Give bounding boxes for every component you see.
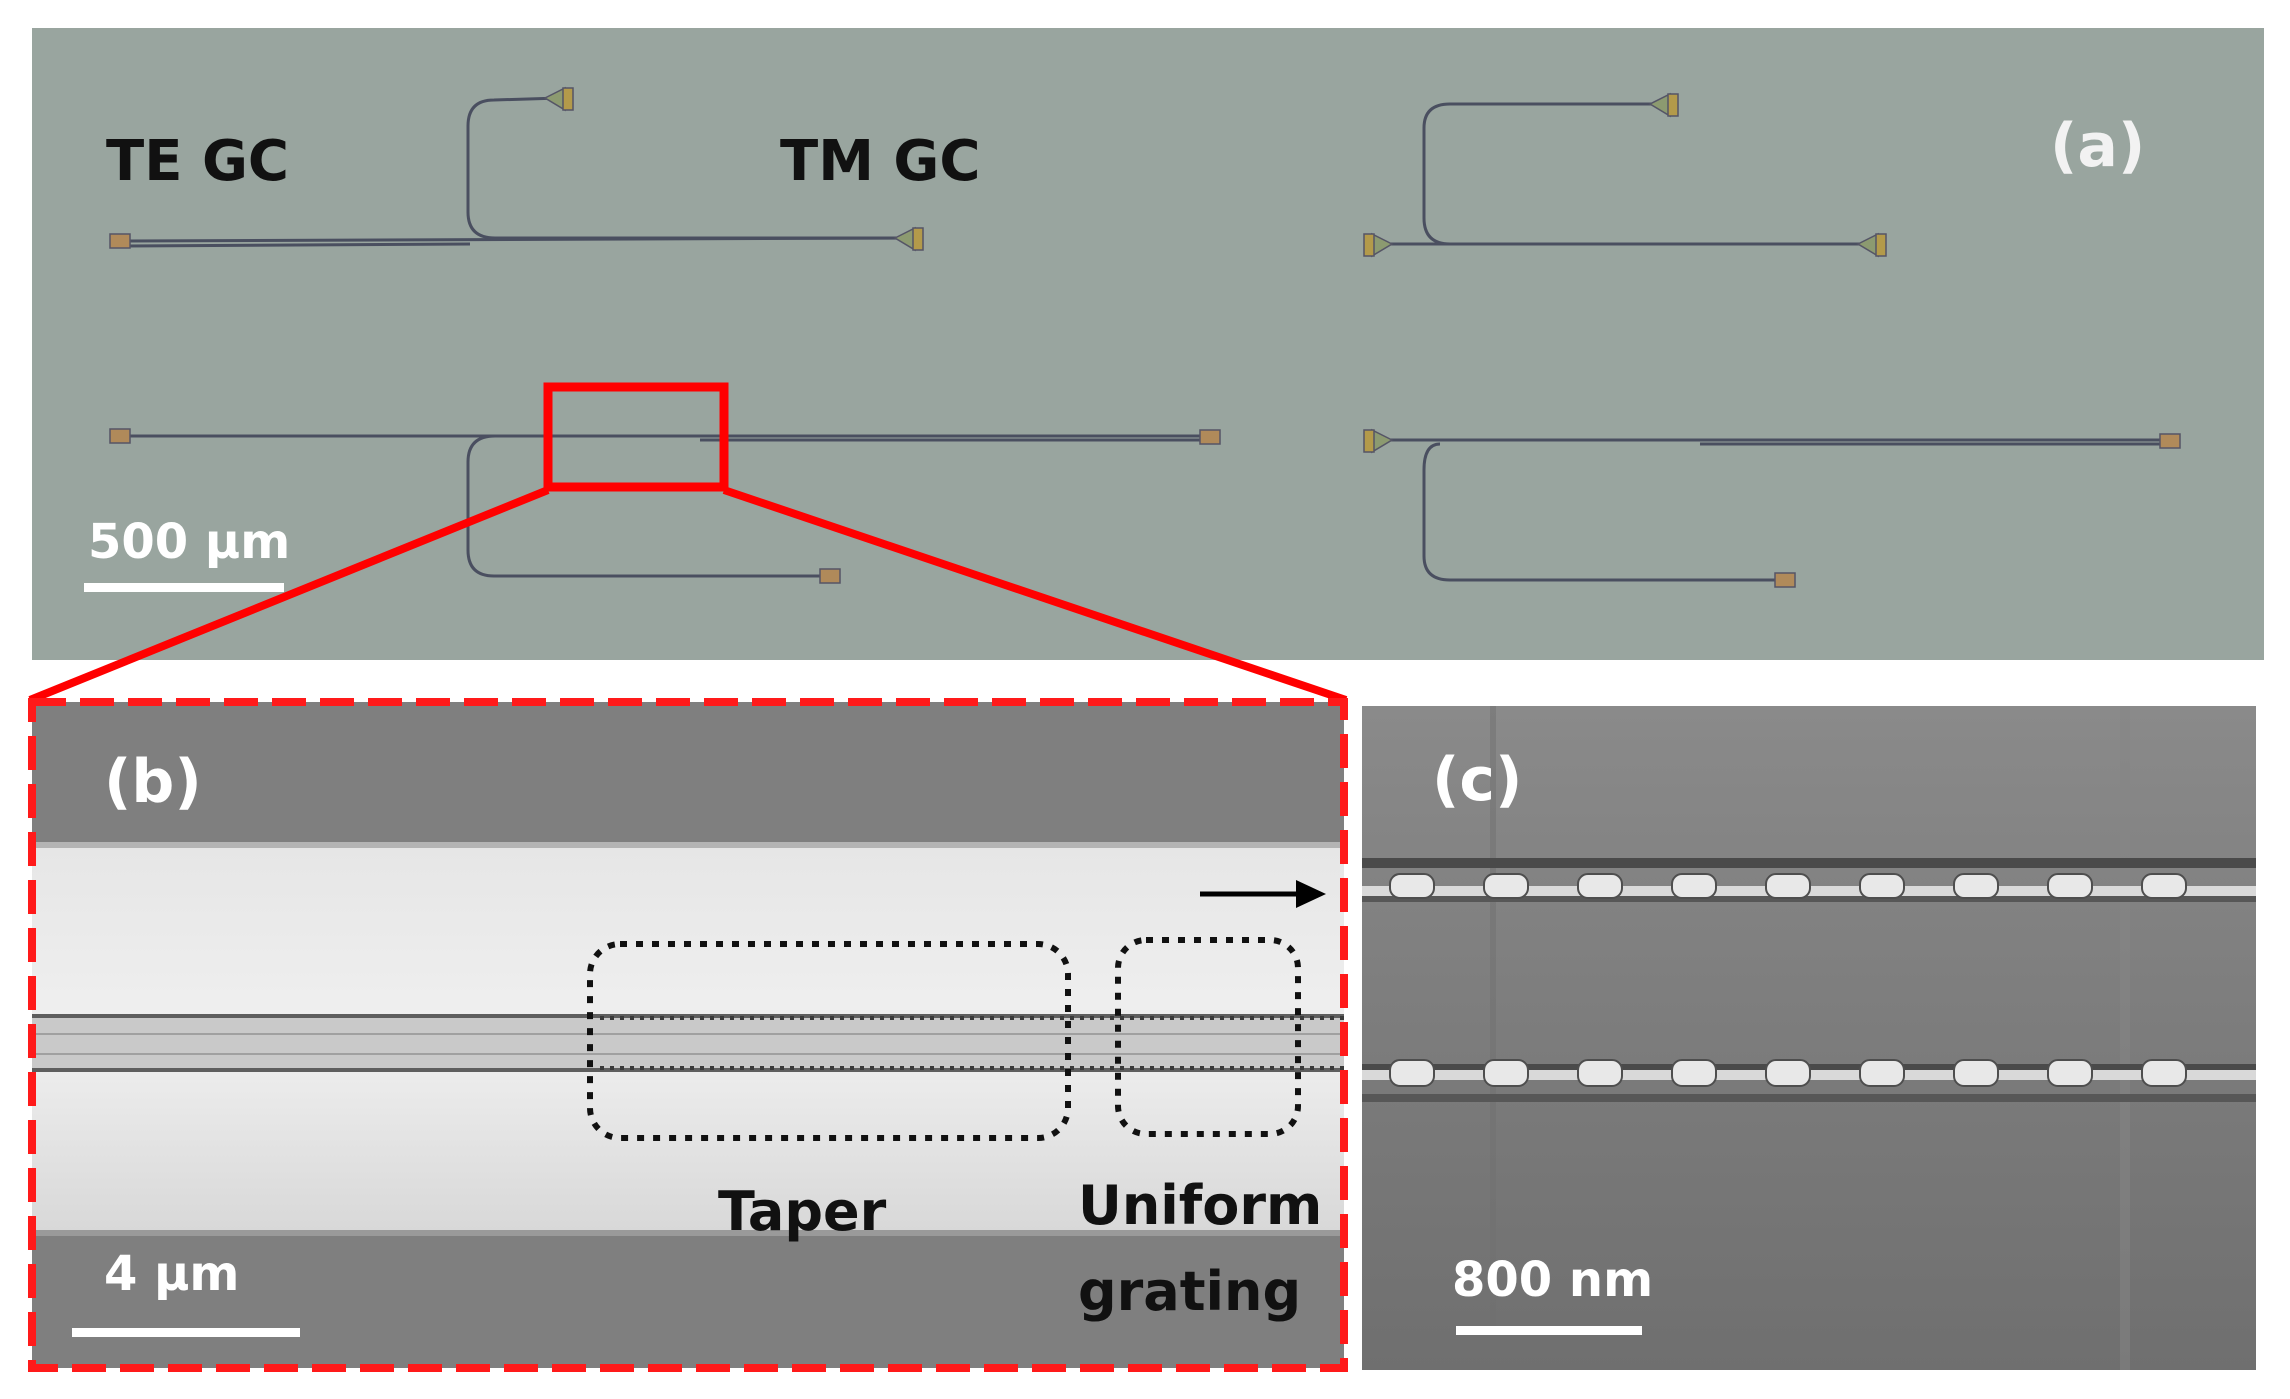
grating-coupler <box>562 87 574 111</box>
grating-coupler <box>109 233 131 249</box>
panel-a-waveguides <box>117 96 2175 582</box>
panel-c-sem-image <box>1362 706 2256 1370</box>
panel-c-scale-label: 800 nm <box>1452 1252 1653 1308</box>
grating-tooth <box>1483 873 1529 899</box>
direction-arrow <box>1296 880 1326 908</box>
panel-c-grating-teeth <box>1389 1059 2187 1087</box>
grating-tooth <box>2047 873 2093 899</box>
zoom-connector-right <box>722 486 1348 704</box>
grating-tooth <box>1765 1059 1811 1087</box>
panel-a: TE GC TM GC (a) 500 µm <box>32 28 2264 660</box>
panel-b-frame <box>28 698 1348 1372</box>
panel-c-texture <box>1490 706 1496 1370</box>
zoom-connector-left <box>28 486 550 704</box>
grating-coupler <box>1774 572 1796 588</box>
panel-c-grating-teeth <box>1389 873 2187 899</box>
grating-coupler <box>2159 433 2181 449</box>
panel-a-micrograph <box>32 28 2264 660</box>
label-taper: Taper <box>718 1180 887 1243</box>
panel-c-scale-bar <box>1456 1326 1642 1335</box>
panel-c-grating-line <box>1362 1094 2256 1102</box>
panel-b-scale-label: 4 µm <box>104 1246 239 1302</box>
panel-a-grating-couplers <box>109 86 2181 588</box>
grating-coupler <box>1363 233 1375 257</box>
grating-tooth <box>1953 1059 1999 1087</box>
grating-tooth <box>1483 1059 1529 1087</box>
grating-tooth <box>1765 873 1811 899</box>
grating-tooth <box>1671 873 1717 899</box>
panel-b-edge-top <box>32 842 1344 848</box>
grating-tooth <box>2047 1059 2093 1087</box>
grating-coupler <box>819 568 841 584</box>
label-tm-gc: TM GC <box>780 129 980 194</box>
grating-tooth <box>1671 1059 1717 1087</box>
panel-c-letter: (c) <box>1432 745 1522 815</box>
zoom-region-box <box>543 382 729 492</box>
waveguide-top-left-branch <box>466 96 910 240</box>
waveguide-bottom-left-branch <box>466 434 835 578</box>
grating-coupler <box>109 428 131 444</box>
panel-c-grating-line <box>1362 858 2256 868</box>
grating-tooth <box>2141 1059 2187 1087</box>
taper-region-box <box>587 941 1071 1141</box>
grating-coupler <box>1363 429 1375 453</box>
panel-b-edge-bottom <box>32 1230 1344 1236</box>
grating-tooth <box>2141 873 2187 899</box>
panel-a-letter: (a) <box>2050 111 2145 181</box>
grating-coupler <box>912 227 924 251</box>
panel-a-scale-label: 500 µm <box>88 514 290 570</box>
grating-tooth <box>1389 873 1435 899</box>
grating-tooth <box>1859 1059 1905 1087</box>
waveguide-top-left-return <box>117 242 471 248</box>
grating-coupler <box>1199 429 1221 445</box>
waveguide-bottom-right-branch <box>1422 442 1790 582</box>
grating-tooth <box>1577 873 1623 899</box>
grating-tooth <box>1859 873 1905 899</box>
grating-tooth <box>1577 1059 1623 1087</box>
grating-coupler <box>1875 233 1887 257</box>
panel-a-scale-bar <box>84 583 284 592</box>
panel-b-waveguide-core <box>32 1016 1344 1070</box>
label-te-gc: TE GC <box>106 129 289 194</box>
panel-c-grating-line <box>1362 894 2256 902</box>
panel-c: (c) 800 nm <box>1362 706 2256 1370</box>
grating-tooth <box>1389 1059 1435 1087</box>
panel-b-letter: (b) <box>104 747 202 817</box>
panel-c-texture <box>2120 706 2130 1370</box>
grating-tooth <box>1953 873 1999 899</box>
zoom-connector <box>28 486 1348 704</box>
panel-b: (b) Taper Uniform grating 4 µm <box>28 698 1348 1372</box>
label-uniform: Uniform <box>1078 1174 1322 1237</box>
grating-coupler <box>1667 93 1679 117</box>
waveguide-top-right-branch <box>1375 102 1665 246</box>
label-grating: grating <box>1078 1260 1301 1323</box>
panel-b-scale-bar <box>72 1328 300 1337</box>
